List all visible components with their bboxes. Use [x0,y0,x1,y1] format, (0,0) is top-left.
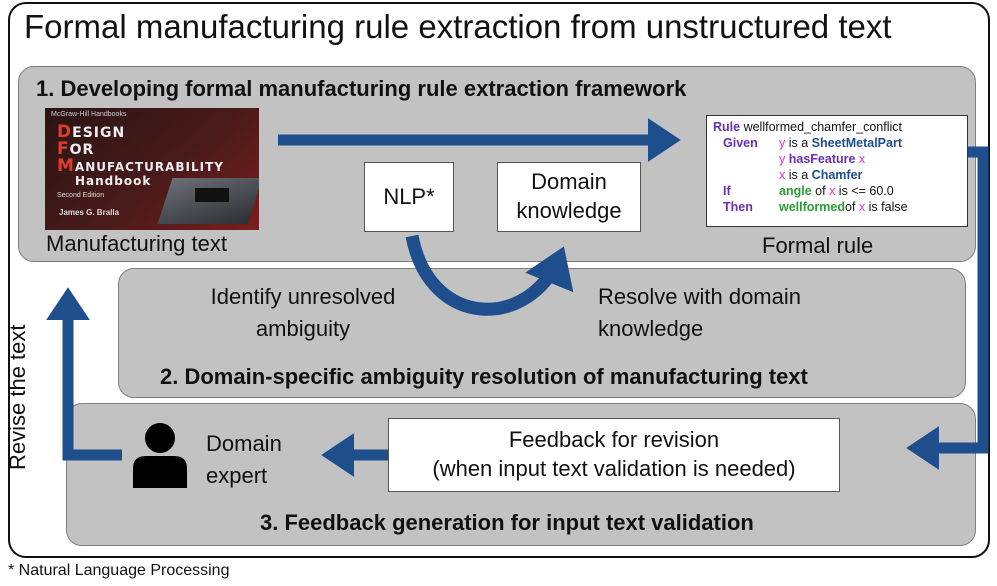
arrow-rule-to-feedback [906,146,989,470]
rule-var: x [858,152,866,166]
identify-ambiguity-text: Identify unresolved ambiguity [188,284,418,342]
chip-graphic [195,188,229,202]
book-title-text: ANUFACTURABILITY [74,160,224,174]
stage2-title: 2. Domain-specific ambiguity resolution … [160,364,808,389]
expert-line2: expert [206,463,268,488]
rule-text: is a [788,136,809,150]
stage3-title: 3. Feedback generation for input text va… [260,510,754,535]
book-title-cap: M [57,156,75,176]
resolve-knowledge-text: Resolve with domain knowledge [598,284,801,342]
formal-rule-box: Rule wellformed_chamfer_conflict Given y… [706,115,968,227]
rule-var: x [858,200,866,214]
rule-text: is a [788,168,809,182]
feedback-line2: (when input text validation is needed) [432,456,796,481]
rule-var: y [779,136,786,150]
person-icon [133,423,187,488]
book-edition: Second Edition [57,192,105,199]
given-keyword: Given [723,136,758,150]
rule-text: is <= 60.0 [838,184,894,198]
rule-class: SheetMetalPart [811,136,902,150]
nlp-box: NLP* [364,162,454,232]
rule-keyword: Rule [713,120,741,134]
revise-text-label: Revise the text [5,324,30,470]
identify-line2: ambiguity [255,316,351,341]
resolve-line1: Resolve with domain [598,284,801,309]
domain-knowledge-label: Domain knowledge [516,169,622,223]
rule-property: wellformed [779,200,845,214]
book-cover-image: McGraw-Hill Handbooks DESIGN FOR MANUFAC… [45,108,259,230]
domain-knowledge-box: Domain knowledge [497,162,641,232]
formal-rule-label: Formal rule [762,233,874,258]
rule-var: y [779,152,786,166]
nlp-label: NLP* [383,183,435,209]
book-series: McGraw-Hill Handbooks [51,111,127,118]
rule-text: of [845,200,856,214]
rule-text: of [815,184,826,198]
book-title-cap: F [57,139,70,159]
footnote: * Natural Language Processing [8,562,230,579]
feedback-box: Feedback for revision (when input text v… [388,418,840,492]
rule-var: x [779,168,786,182]
then-keyword: Then [723,200,753,214]
rule-name: wellformed_chamfer_conflict [743,120,902,134]
expert-line1: Domain [206,431,282,456]
stage1-title: 1. Developing formal manufacturing rule … [36,76,687,101]
diagram-title: Formal manufacturing rule extraction fro… [24,8,892,45]
resolve-line2: knowledge [598,316,704,341]
rule-property: angle [779,184,812,198]
arrow-nlp-to-knowledge [405,234,574,316]
outer-frame [8,2,990,558]
rule-property: hasFeature [788,152,856,166]
book-title-text: Handbook [75,174,152,188]
rule-class: Chamfer [811,168,863,182]
domain-expert-label: Domain expert [206,428,282,492]
book-title-cap: D [57,122,73,142]
arrow-expert-to-text [46,287,122,461]
feedback-line1: Feedback for revision [508,427,720,453]
manufacturing-text-label: Manufacturing text [46,231,227,256]
book-author: James G. Bralla [59,208,120,217]
identify-line1: Identify unresolved [210,284,396,309]
if-keyword: If [723,184,731,198]
rule-text: is false [868,200,908,214]
rule-var: x [829,184,836,198]
book-title-text: OR [69,142,95,158]
book-title-text: ESIGN [72,125,126,141]
